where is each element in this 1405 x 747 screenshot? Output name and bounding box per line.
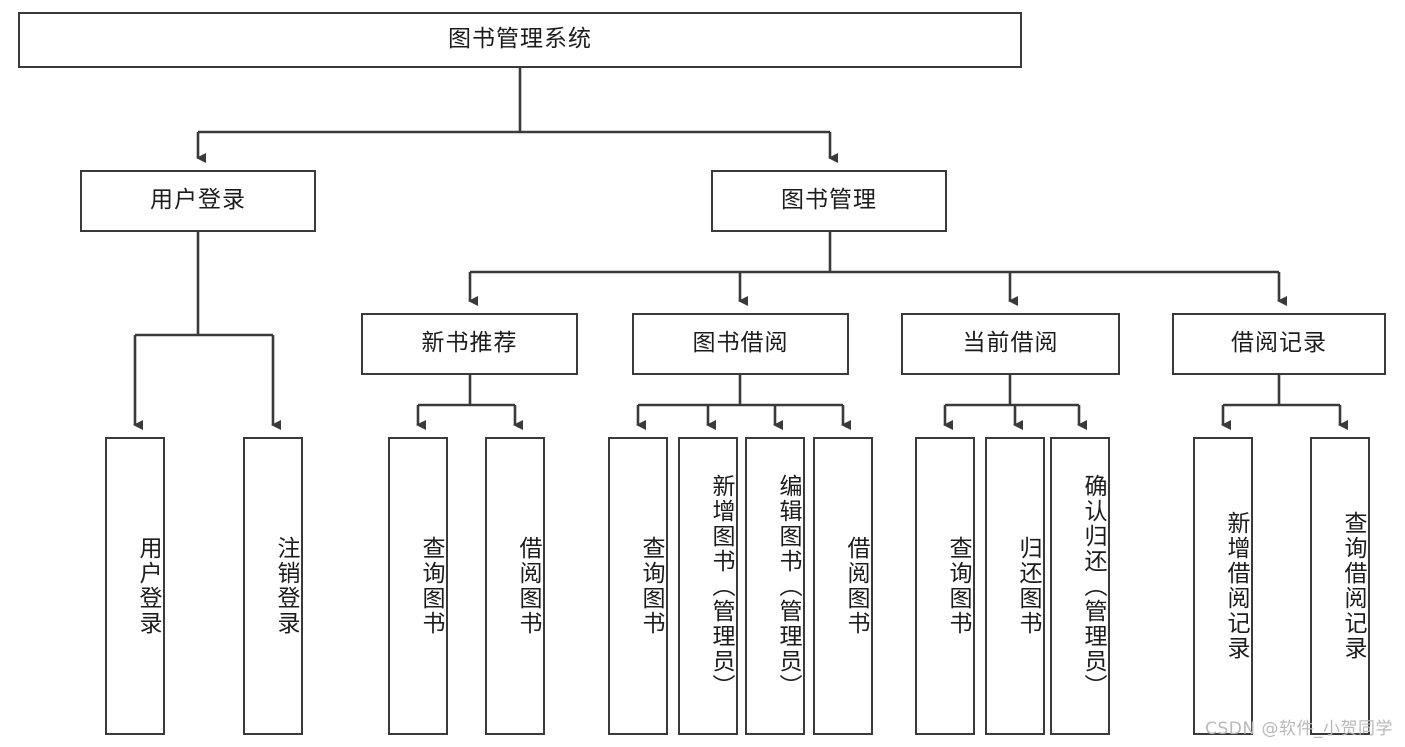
node-leaf-borrow-book-1[interactable]: 借阅图书 xyxy=(485,437,545,735)
node-user-login[interactable]: 用户登录 xyxy=(80,170,316,232)
node-leaf-add-book[interactable]: 新增图书（管理员） xyxy=(678,437,738,735)
node-book-borrow[interactable]: 图书借阅 xyxy=(632,313,849,375)
node-new-book-recommend[interactable]: 新书推荐 xyxy=(361,313,578,375)
node-new-book-recommend-label: 新书推荐 xyxy=(421,330,518,357)
node-book-borrow-label: 图书借阅 xyxy=(692,330,789,357)
node-leaf-borrow-book-2-label: 借阅图书 xyxy=(843,536,869,636)
node-leaf-return-book-label: 归还图书 xyxy=(1015,536,1041,636)
node-book-manage[interactable]: 图书管理 xyxy=(711,170,947,232)
node-leaf-user-login[interactable]: 用户登录 xyxy=(105,437,165,735)
node-leaf-edit-book[interactable]: 编辑图书（管理员） xyxy=(745,437,805,735)
node-leaf-edit-book-label: 编辑图书（管理员） xyxy=(775,473,801,699)
node-leaf-user-logout-label: 注销登录 xyxy=(273,536,299,636)
node-leaf-user-login-label: 用户登录 xyxy=(135,536,161,636)
node-leaf-confirm-return[interactable]: 确认归还（管理员） xyxy=(1050,437,1110,735)
node-leaf-add-record[interactable]: 新增借阅记录 xyxy=(1193,437,1253,735)
node-borrow-record-label: 借阅记录 xyxy=(1231,330,1327,357)
node-leaf-query-book-1-label: 查询图书 xyxy=(418,536,444,636)
csdn-watermark: CSDN @软件_小贺同学 xyxy=(1205,719,1393,739)
node-leaf-borrow-book-1-label: 借阅图书 xyxy=(515,536,541,636)
node-leaf-add-record-label: 新增借阅记录 xyxy=(1223,511,1249,661)
node-leaf-return-book[interactable]: 归还图书 xyxy=(985,437,1045,735)
node-leaf-query-book-2[interactable]: 查询图书 xyxy=(608,437,668,735)
node-leaf-borrow-book-2[interactable]: 借阅图书 xyxy=(813,437,873,735)
node-leaf-confirm-return-label: 确认归还（管理员） xyxy=(1080,473,1106,699)
node-leaf-query-record[interactable]: 查询借阅记录 xyxy=(1310,437,1370,735)
node-leaf-query-book-1[interactable]: 查询图书 xyxy=(388,437,448,735)
node-leaf-add-book-label: 新增图书（管理员） xyxy=(708,473,734,699)
node-current-borrow[interactable]: 当前借阅 xyxy=(901,313,1120,375)
node-current-borrow-label: 当前借阅 xyxy=(962,330,1059,357)
node-root[interactable]: 图书管理系统 xyxy=(18,12,1022,68)
node-user-login-label: 用户登录 xyxy=(150,187,246,214)
node-leaf-query-record-label: 查询借阅记录 xyxy=(1340,511,1366,661)
node-leaf-query-book-3[interactable]: 查询图书 xyxy=(915,437,975,735)
node-borrow-record[interactable]: 借阅记录 xyxy=(1172,313,1386,375)
node-root-label: 图书管理系统 xyxy=(448,26,592,53)
node-book-manage-label: 图书管理 xyxy=(781,187,877,214)
node-leaf-user-logout[interactable]: 注销登录 xyxy=(243,437,303,735)
node-leaf-query-book-2-label: 查询图书 xyxy=(638,536,664,636)
node-leaf-query-book-3-label: 查询图书 xyxy=(945,536,971,636)
